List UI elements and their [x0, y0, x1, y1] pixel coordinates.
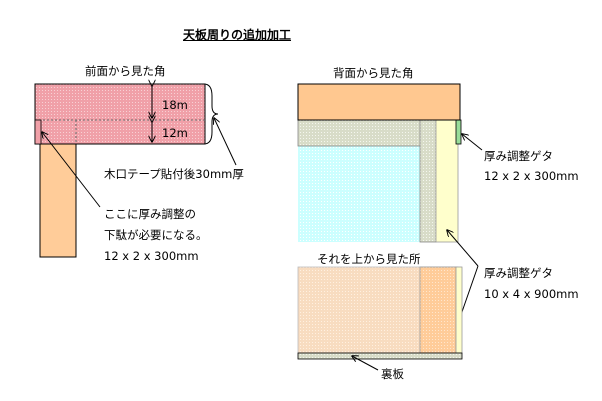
edge-tape-arrow	[214, 118, 237, 166]
front-heading: 前面から見た角	[85, 64, 166, 78]
top-view	[297, 266, 463, 371]
front-tabletop	[34, 83, 206, 145]
back-shim-green	[455, 119, 462, 145]
top-view-back-panel	[297, 352, 463, 360]
back-panel-label: 裏板	[381, 367, 404, 381]
large-shim-arrow-1	[447, 230, 479, 267]
front-leg	[39, 142, 77, 258]
back-shim-yellow	[435, 119, 459, 243]
back-rail	[297, 119, 437, 147]
top-view-shim	[455, 266, 463, 354]
front-thickness-brace	[203, 83, 219, 145]
back-panel-arrow	[352, 356, 379, 371]
front-view	[34, 83, 237, 258]
back-leg-post	[419, 119, 437, 243]
edge-tape-note: 木口テープ貼付後30mm厚	[104, 167, 244, 181]
small-shim-label: 厚み調整ゲタ	[484, 149, 553, 163]
shim-note-arrow	[42, 132, 101, 208]
shim-note-size: 12 x 2 x 300mm	[104, 249, 199, 263]
shim-note-line2: 下駄が必要になる。	[104, 228, 208, 242]
dim-label-bottom: 12m	[162, 126, 188, 140]
front-shim-block	[34, 119, 42, 145]
dim-label-top: 18m	[162, 98, 188, 112]
back-view	[297, 83, 483, 352]
back-heading: 背面から見た角	[333, 66, 414, 80]
small-shim-size: 12 x 2 x 300mm	[484, 169, 579, 183]
back-top-board	[297, 83, 461, 121]
large-shim-label: 厚み調整ゲタ	[484, 266, 553, 280]
top-view-heading: それを上から見た所	[317, 252, 421, 266]
page-title: 天板周りの追加加工	[183, 28, 292, 42]
small-shim-arrow	[462, 134, 483, 151]
top-view-leg	[419, 266, 457, 354]
shim-note-line1: ここに厚み調整の	[104, 207, 196, 221]
large-shim-size: 10 x 4 x 900mm	[484, 287, 579, 301]
